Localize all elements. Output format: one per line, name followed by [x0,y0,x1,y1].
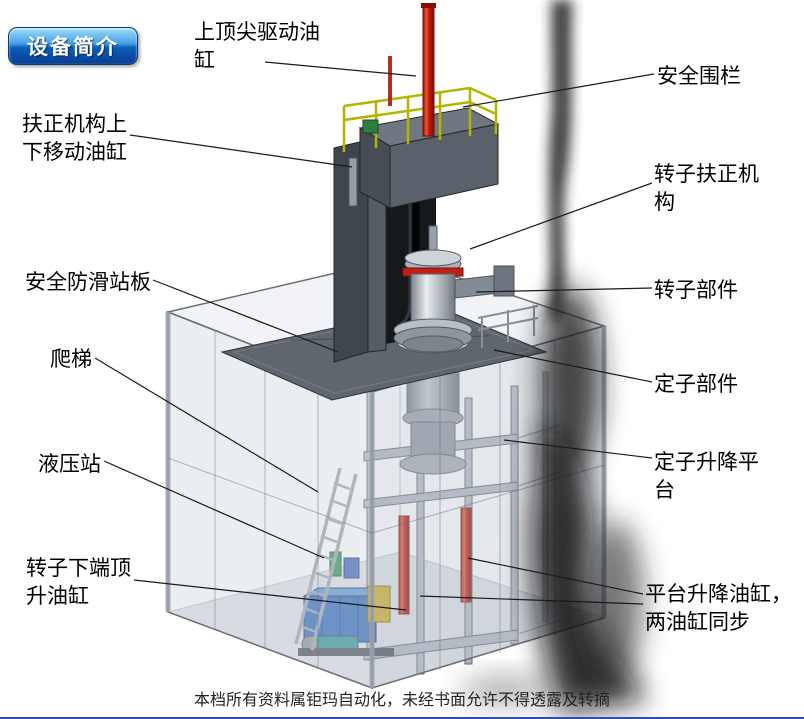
leader-platform-lift-b [419,595,644,605]
title-badge: 设备简介 [8,27,138,65]
rotor-assembly [393,225,515,353]
leader-stator-component [493,349,653,383]
smoke-shadow [460,0,648,712]
leader-hydraulic-station [103,460,325,559]
label-safety-fence: 安全围栏 [657,64,741,88]
label-hydraulic-station: 液压站 [38,452,101,476]
label-top-tip-drive-cylinder: 上顶尖驱动油 缸 [194,20,320,73]
leader-safety-fence [462,73,655,108]
enclosure-interior [166,258,606,689]
leader-stator-lift-platform [503,439,653,459]
top-drive-cylinder-rods [388,3,436,137]
leader-rotor-centering [469,182,653,250]
label-stator-lift-platform: 定子升降平 台 [654,450,759,503]
press-column [333,107,500,363]
centering-guide-cylinder [348,157,358,207]
label-anti-slip-standing-plate: 安全防滑站板 [25,270,151,294]
leader-anti-slip-plate [152,279,339,353]
leader-ladder [94,357,319,493]
leader-centering-move-cyl [129,134,353,168]
label-rotor-centering-mechanism: 转子扶正机 构 [654,162,759,215]
access-ladder [294,467,358,651]
green-valve-cube [362,119,379,134]
leader-rotor-bottom-jack [133,579,407,611]
label-rotor-bottom-jack-cylinder: 转子下端顶 升油缸 [26,556,131,609]
confidentiality-footer: 本档所有资料属钜玛自动化，未经书面允许不得透露及转摘 [193,692,610,709]
leader-rotor-component [475,287,653,293]
label-stator-component: 定子部件 [654,372,738,396]
leader-lines [94,61,655,611]
label-platform-lift-cylinders: 平台升降油缸， 两油缸同步 [645,582,792,635]
safety-fence-railing [342,86,498,152]
label-ladder: 爬梯 [50,347,92,371]
bottom-border-line [0,717,804,719]
label-rotor-component: 转子部件 [654,278,738,302]
plate-railing [477,305,539,348]
label-centering-move-cylinder: 扶正机构上 下移动油缸 [22,112,127,165]
lift-cylinders-red [398,507,472,615]
leader-top-tip-drive-cylinder [264,61,417,77]
leader-platform-lift-a [467,557,644,595]
